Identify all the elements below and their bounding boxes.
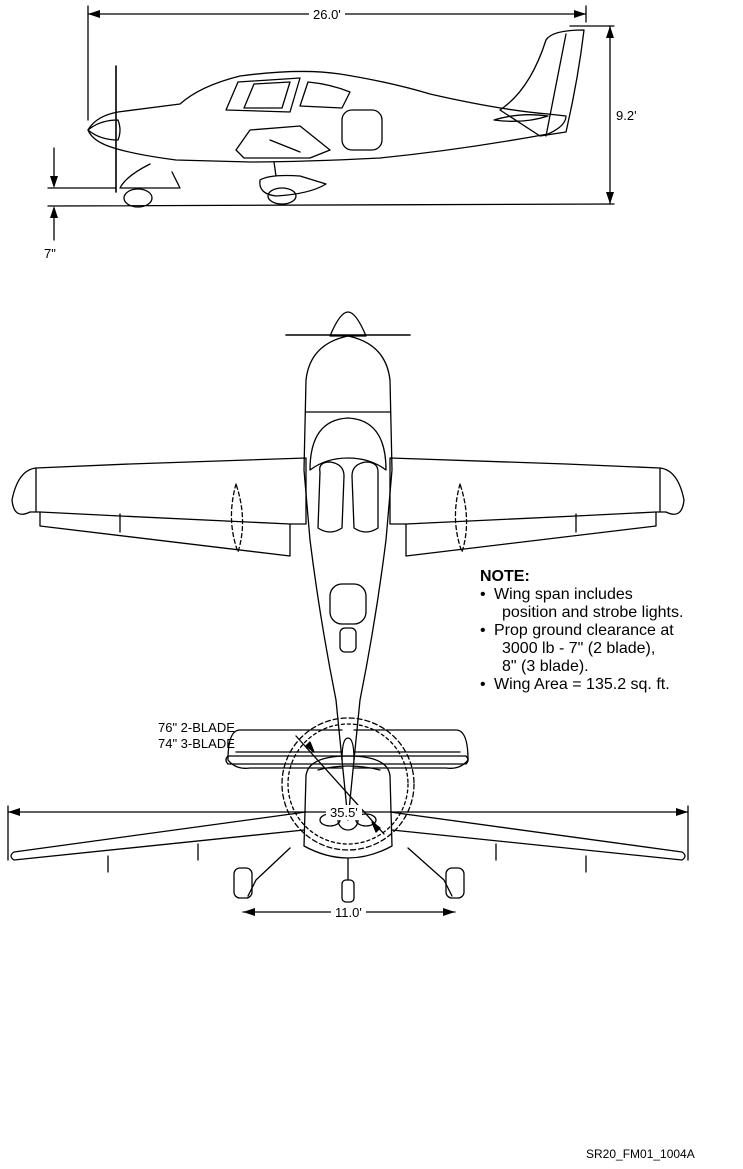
fuselage-front — [303, 755, 393, 859]
wing-side — [235, 125, 331, 159]
canopy — [309, 417, 387, 471]
left-wing-front — [10, 811, 307, 861]
note-item-wing-span: Wing span includes position and strobe l… — [480, 586, 683, 622]
note-text: 8" (3 blade). — [502, 658, 589, 675]
note-title: NOTE: — [480, 568, 530, 585]
right-wing — [389, 457, 685, 525]
vertical-tail — [499, 29, 585, 137]
note-text: position and strobe lights. — [502, 604, 684, 621]
side-view — [47, 5, 615, 241]
note-block: NOTE: Wing span includes position and st… — [480, 568, 683, 694]
length-label: 26.0' — [309, 7, 345, 22]
prop-diameter-3blade-label: 74" 3-BLADE — [158, 736, 235, 751]
note-text: Prop ground clearance at — [494, 622, 674, 639]
left-wing — [11, 457, 307, 525]
top-view — [11, 311, 685, 821]
gear-track-label: 11.0' — [331, 905, 366, 920]
right-wing-front — [389, 811, 686, 861]
wingspan-label: 35.5' — [326, 805, 362, 820]
cabin-door — [341, 109, 383, 151]
height-label: 9.2' — [614, 108, 639, 123]
note-text: 3000 lb - 7" (2 blade), — [502, 640, 656, 657]
nose-gear — [119, 163, 181, 189]
note-text: Wing Area = 135.2 sq. ft. — [494, 676, 670, 693]
horizontal-tail-left — [227, 729, 343, 769]
fuselage — [87, 70, 567, 163]
prop-clearance-label: 7" — [44, 246, 56, 261]
note-text: Wing span includes — [494, 586, 633, 603]
prop-diameter-2blade-label: 76" 2-BLADE — [158, 720, 235, 735]
main-gear — [259, 174, 327, 197]
windshield — [225, 77, 301, 113]
front-view — [7, 717, 689, 916]
note-item-wing-area: Wing Area = 135.2 sq. ft. — [480, 676, 683, 694]
prop-disk — [281, 717, 415, 851]
ground-line — [47, 203, 615, 207]
note-item-prop-clearance: Prop ground clearance at 3000 lb - 7" (2… — [480, 622, 683, 676]
fuselage-top — [303, 335, 393, 821]
figure-id: SR20_FM01_1004A — [586, 1147, 695, 1161]
